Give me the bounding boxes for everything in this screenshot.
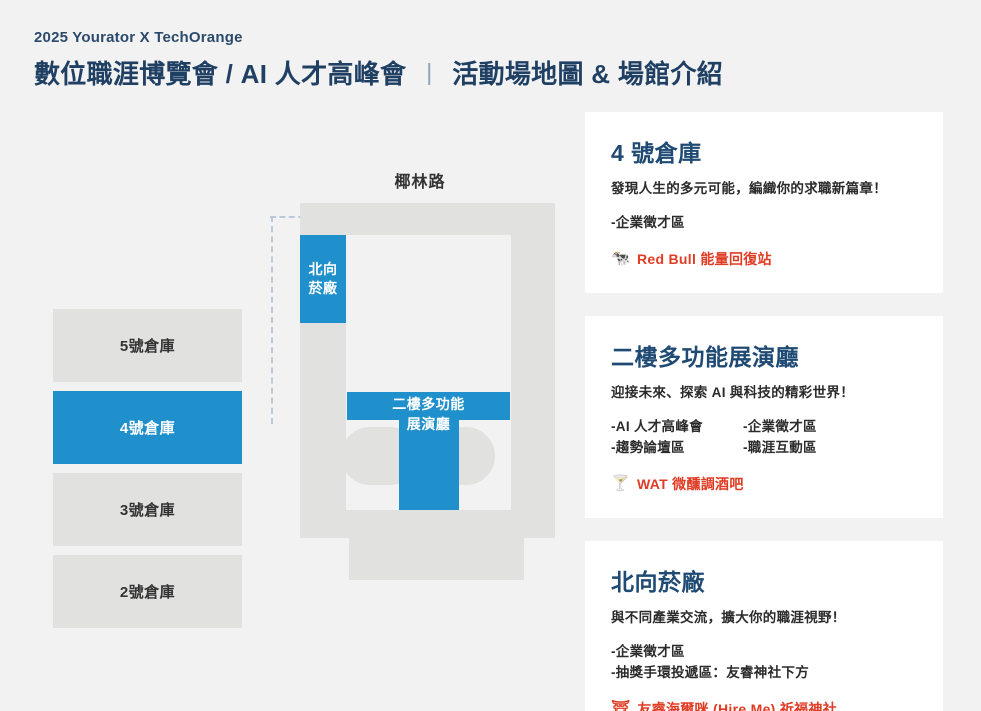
card-item-label: -抽獎手環投遞區：友睿神社下方 (611, 664, 809, 680)
warehouse-item-4[interactable]: 4號倉庫 (53, 391, 242, 464)
map-zone-north-label-line2: 菸廠 (308, 280, 338, 296)
guide-line-horizontal (270, 216, 323, 218)
page-header: 2025 Yourator X TechOrange 數位職涯博覽會 / AI … (34, 28, 723, 91)
torii-gate-icon: ⛩ (611, 700, 631, 711)
card-highlight: 🍸 WAT 微醺調酒吧 (611, 474, 917, 494)
card-item-row: -企業徵才區 (611, 213, 917, 234)
guide-line-vertical-left (271, 216, 273, 424)
card-highlight: 🐄 Red Bull 能量回復站 (611, 249, 917, 269)
page-subtitle: 活動場地圖 & 場館介紹 (452, 58, 724, 89)
card-title: 北向菸廠 (611, 568, 705, 595)
map-zone-hall-band[interactable] (347, 392, 510, 420)
card-highlight: ⛩ 友睿海爾咪 (Hire Me) 祈福神社 (611, 699, 917, 711)
building-outline-base (349, 538, 524, 580)
card-tagline: 發現人生的多元可能，編織你的求職新篇章！ (611, 181, 887, 196)
warehouse-list: 5號倉庫 4號倉庫 3號倉庫 2號倉庫 (53, 309, 242, 637)
card-highlight-label: 友睿海爾咪 (Hire Me) 祈福神社 (637, 700, 838, 711)
card-item-label: -企業徵才區 (611, 215, 685, 230)
cocktail-icon: 🍸 (611, 475, 630, 493)
header-kicker: 2025 Yourator X TechOrange (34, 29, 243, 46)
venue-map: 椰林路 北向 菸廠 二樓多功能 展演廳 (265, 160, 575, 600)
cow-icon: 🐄 (611, 250, 630, 268)
warehouse-item-2[interactable]: 2號倉庫 (53, 555, 242, 628)
card-item-row: -抽獎手環投遞區：友睿神社下方 (611, 663, 917, 684)
card-tagline: 與不同產業交流，擴大你的職涯視野！ (611, 609, 846, 625)
card-item-label-secondary (685, 642, 917, 663)
card-title: 4 號倉庫 (611, 140, 702, 166)
card-item-row: -企業徵才區 (611, 642, 917, 663)
card-item-label: -趨勢論壇區 (611, 439, 685, 455)
card-item-label: -企業徵才區 (611, 643, 685, 659)
card-item-label: -AI 人才高峰會 (611, 418, 703, 434)
card-item-row: -AI 人才高峰會 -企業徵才區 (611, 417, 917, 438)
warehouse-item-3[interactable]: 3號倉庫 (53, 473, 242, 546)
venue-card-second-floor-hall[interactable]: 二樓多功能展演廳 迎接未來、探索 AI 與科技的精彩世界！ -AI 人才高峰會 … (585, 315, 943, 518)
venue-card-north-tobacco-factory[interactable]: 北向菸廠 與不同產業交流，擴大你的職涯視野！ -企業徵才區 -抽獎手環投遞區：友… (585, 540, 943, 711)
map-zone-hall-label-line2: 展演廳 (406, 416, 451, 433)
card-item-label-secondary (685, 213, 917, 234)
card-highlight-label: Red Bull 能量回復站 (636, 250, 772, 267)
card-item-list: -企業徵才區 (611, 213, 917, 234)
road-label: 椰林路 (394, 174, 446, 191)
header-title-row: 數位職涯博覽會 / AI 人才高峰會 | 活動場地圖 & 場館介紹 (34, 54, 723, 91)
card-item-label-secondary: -企業徵才區 (743, 418, 817, 434)
venue-info-cards: 4 號倉庫 發現人生的多元可能，編織你的求職新篇章！ -企業徵才區 🐄 Red … (585, 112, 943, 711)
map-zone-north-tobacco-factory[interactable]: 北向 菸廠 (300, 235, 346, 323)
card-item-list: -企業徵才區 -抽獎手環投遞區：友睿神社下方 (611, 642, 917, 684)
map-zone-north-label-line1: 北向 (308, 261, 338, 278)
card-item-row: -趨勢論壇區 -職涯互動區 (611, 438, 917, 459)
card-item-list: -AI 人才高峰會 -企業徵才區 -趨勢論壇區 -職涯互動區 (611, 417, 917, 459)
page-title: 數位職涯博覽會 / AI 人才高峰會 (34, 58, 407, 89)
card-title: 二樓多功能展演廳 (611, 343, 799, 370)
map-zone-hall-label: 二樓多功能 展演廳 (347, 394, 510, 435)
card-item-label-secondary: -職涯互動區 (743, 439, 817, 455)
map-zone-hall-label-line1: 二樓多功能 (392, 396, 465, 412)
card-highlight-label: WAT 微醺調酒吧 (636, 475, 744, 492)
title-divider: | (426, 58, 433, 85)
card-tagline: 迎接未來、探索 AI 與科技的精彩世界！ (611, 384, 855, 400)
warehouse-item-5[interactable]: 5號倉庫 (53, 309, 242, 382)
card-item-label-secondary (809, 663, 917, 684)
venue-card-warehouse-4[interactable]: 4 號倉庫 發現人生的多元可能，編織你的求職新篇章！ -企業徵才區 🐄 Red … (585, 112, 943, 293)
